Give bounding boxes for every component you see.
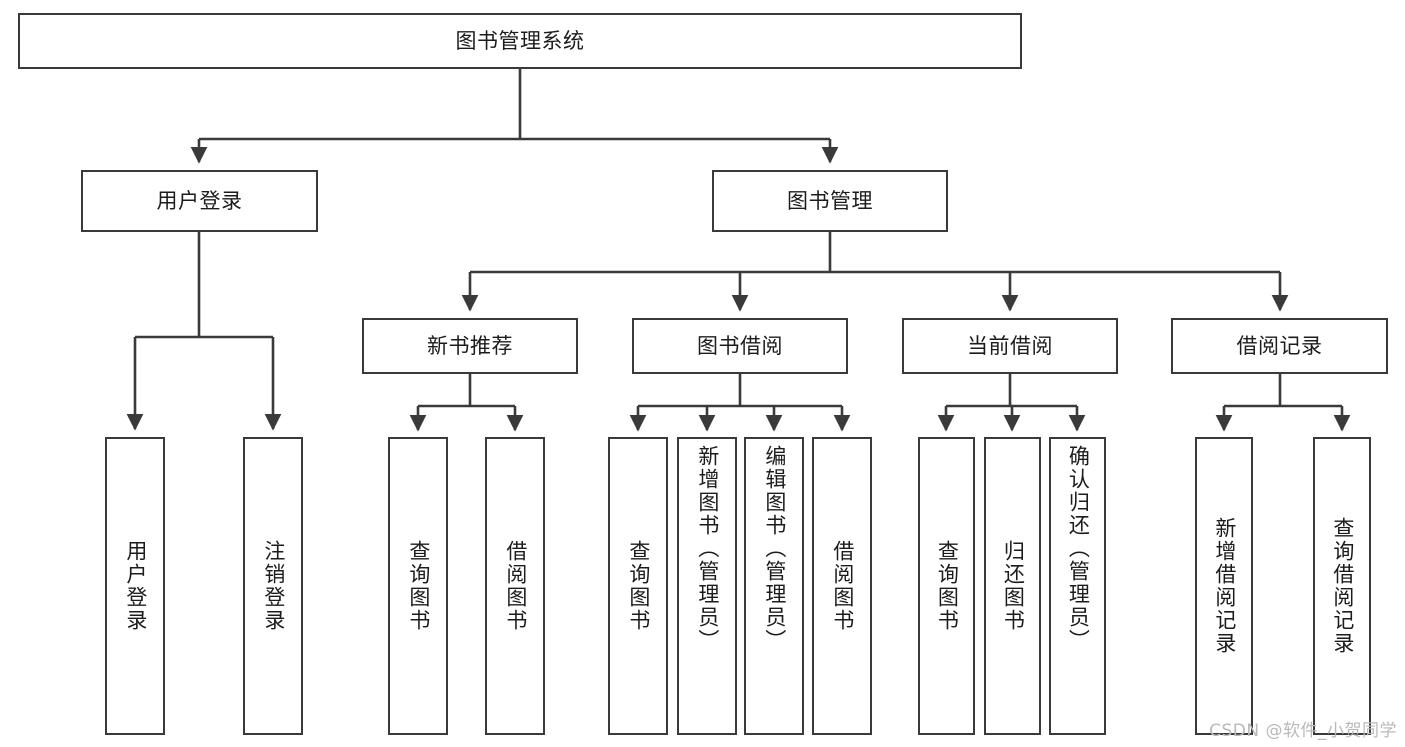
leaf-current-confirm-return-label: 确认归还（管理员） [1066,445,1091,652]
leaf-current-confirm-return[interactable]: 确认归还（管理员） [1049,437,1106,735]
leaf-recommend-query-book[interactable]: 查询图书 [388,437,448,735]
leaf-current-return-book[interactable]: 归还图书 [984,437,1041,735]
node-book-management[interactable]: 图书管理 [712,170,948,232]
leaf-current-query-book-label: 查询图书 [935,540,960,632]
leaf-borrow-borrow-book-label: 借阅图书 [830,540,855,632]
node-root[interactable]: 图书管理系统 [18,13,1022,69]
leaf-borrow-add-book[interactable]: 新增图书（管理员） [677,437,737,735]
leaf-recommend-borrow-book-label: 借阅图书 [503,540,528,632]
leaf-user-login[interactable]: 用户登录 [105,437,165,735]
leaf-logout-label: 注销登录 [261,540,286,632]
leaf-current-return-book-label: 归还图书 [1001,540,1026,632]
node-user-login-label: 用户登录 [156,188,243,213]
node-root-label: 图书管理系统 [455,28,585,53]
node-user-login[interactable]: 用户登录 [81,170,318,232]
leaf-borrow-borrow-book[interactable]: 借阅图书 [812,437,872,735]
node-current-borrowing[interactable]: 当前借阅 [902,318,1118,374]
leaf-borrow-query-book[interactable]: 查询图书 [608,437,668,735]
node-new-book-recommendation[interactable]: 新书推荐 [362,318,578,374]
node-book-borrowing[interactable]: 图书借阅 [632,318,848,374]
leaf-recommend-borrow-book[interactable]: 借阅图书 [485,437,545,735]
csdn-watermark: CSDN @软件_小贺同学 [1209,721,1397,741]
leaf-borrow-add-book-label: 新增图书（管理员） [695,445,720,652]
leaf-record-add-record-label: 新增借阅记录 [1212,517,1237,655]
leaf-record-query-record[interactable]: 查询借阅记录 [1313,437,1371,735]
leaf-user-login-label: 用户登录 [123,540,148,632]
leaf-record-query-record-label: 查询借阅记录 [1330,517,1355,655]
edges-root [126,69,1351,432]
leaf-borrow-edit-book-label: 编辑图书（管理员） [762,445,787,652]
node-book-management-label: 图书管理 [787,188,873,213]
node-new-book-recommendation-label: 新书推荐 [427,333,513,358]
node-borrowing-record-label: 借阅记录 [1236,333,1323,358]
node-book-borrowing-label: 图书借阅 [697,333,783,358]
leaf-recommend-query-book-label: 查询图书 [406,540,431,632]
leaf-record-add-record[interactable]: 新增借阅记录 [1195,437,1253,735]
node-current-borrowing-label: 当前借阅 [967,333,1053,358]
node-borrowing-record[interactable]: 借阅记录 [1171,318,1388,374]
leaf-logout[interactable]: 注销登录 [243,437,303,735]
leaf-borrow-edit-book[interactable]: 编辑图书（管理员） [744,437,804,735]
leaf-borrow-query-book-label: 查询图书 [626,540,651,632]
leaf-current-query-book[interactable]: 查询图书 [918,437,975,735]
